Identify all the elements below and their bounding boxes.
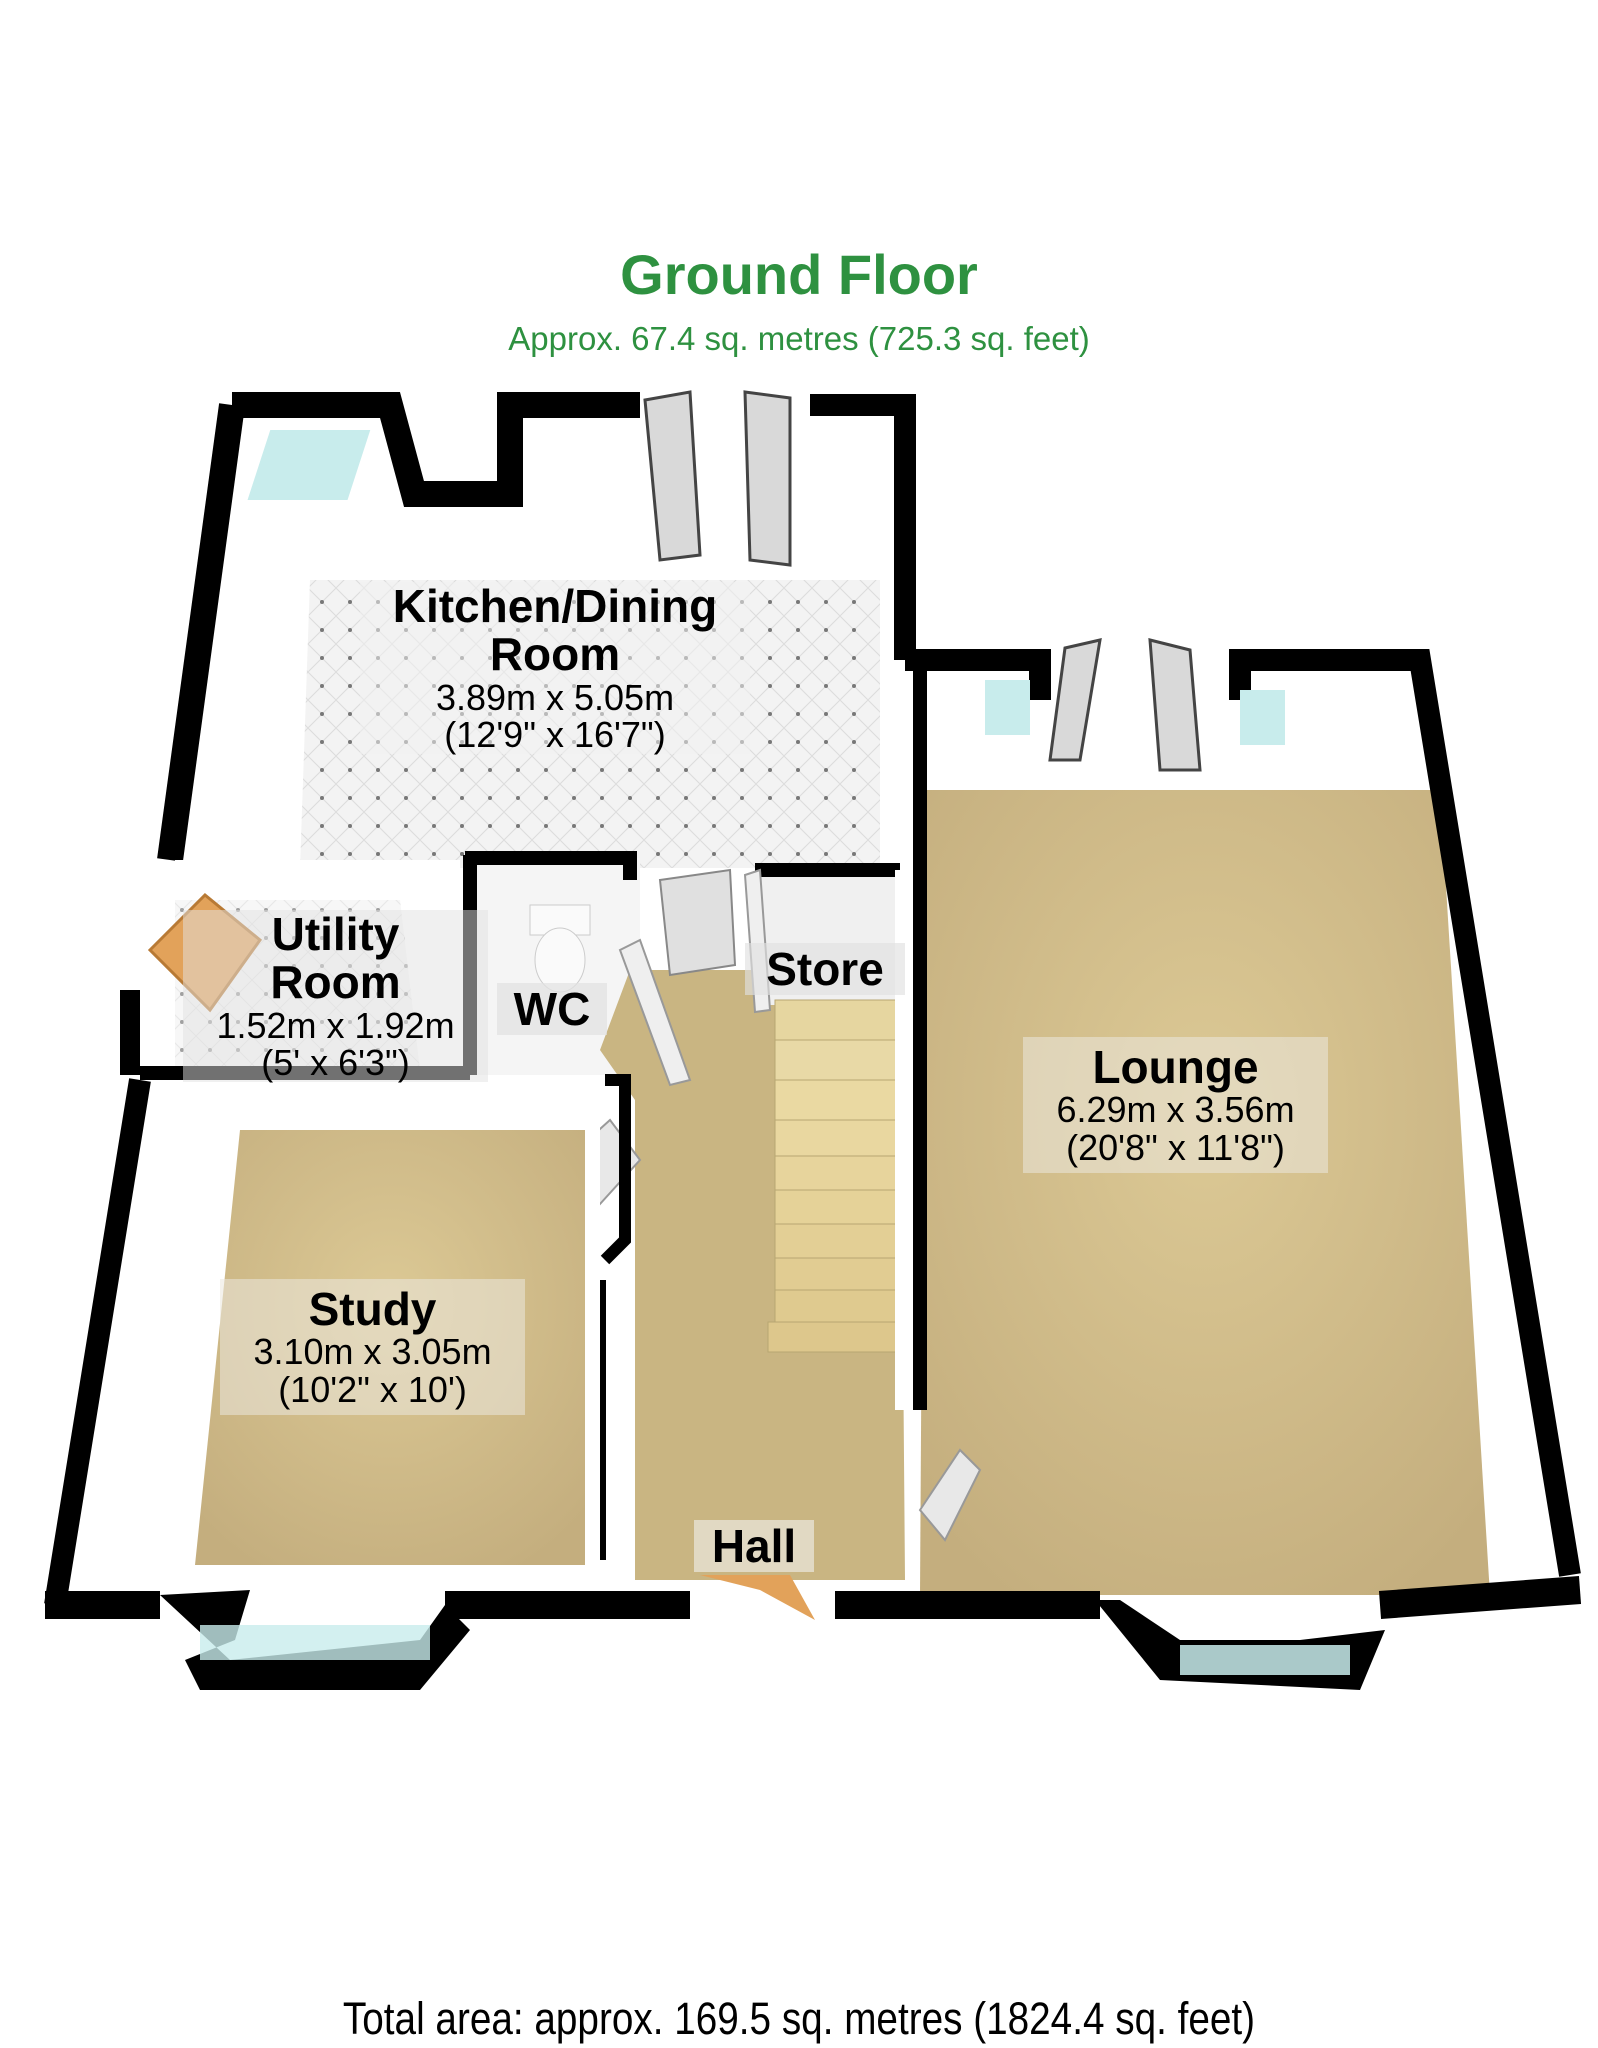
room-imperial: (20'8" x 11'8") [1066,1127,1285,1169]
room-name: Hall [711,1520,797,1572]
floor-area: Approx. 67.4 sq. metres (725.3 sq. feet) [508,320,1090,357]
room-label-lounge: Lounge 6.29m x 3.56m (20'8" x 11'8") [1023,1037,1328,1173]
room-label-utility: Utility Room 1.52m x 1.92m (5' x 6'3") [183,908,488,1084]
room-metric: 1.52m x 1.92m [216,1004,455,1046]
hall-area [558,863,982,1620]
room-imperial: (12'9" x 16'7") [444,714,666,756]
room-name: Kitchen/Dining [392,580,718,632]
total-area: Total area: approx. 169.5 sq. metres (18… [342,1993,1256,2044]
staircase [767,999,901,1353]
room-metric: 6.29m x 3.56m [1056,1089,1295,1131]
room-label-hall: Hall [694,1520,814,1573]
floor-title: Ground Floor [620,243,978,306]
room-name: Utility [271,908,400,960]
room-label-wc: WC [497,983,607,1036]
room-name: Study [308,1283,437,1335]
room-imperial: (10'2" x 10') [278,1369,467,1411]
room-name: Room [270,956,401,1009]
room-label-kitchen: Kitchen/Dining Room 3.89m x 5.05m (12'9"… [360,580,750,756]
room-name: WC [513,983,591,1035]
room-imperial: (5' x 6'3") [261,1042,410,1084]
front-walls [45,1576,1582,1690]
room-metric: 3.89m x 5.05m [435,676,675,718]
room-name: Room [489,628,621,681]
room-label-store: Store [745,943,905,996]
room-name: Store [766,943,884,995]
room-name: Lounge [1092,1041,1259,1093]
room-metric: 3.10m x 3.05m [253,1331,492,1373]
kitchen-french-doors [643,390,792,567]
room-label-study: Study 3.10m x 3.05m (10'2" x 10') [220,1279,525,1415]
